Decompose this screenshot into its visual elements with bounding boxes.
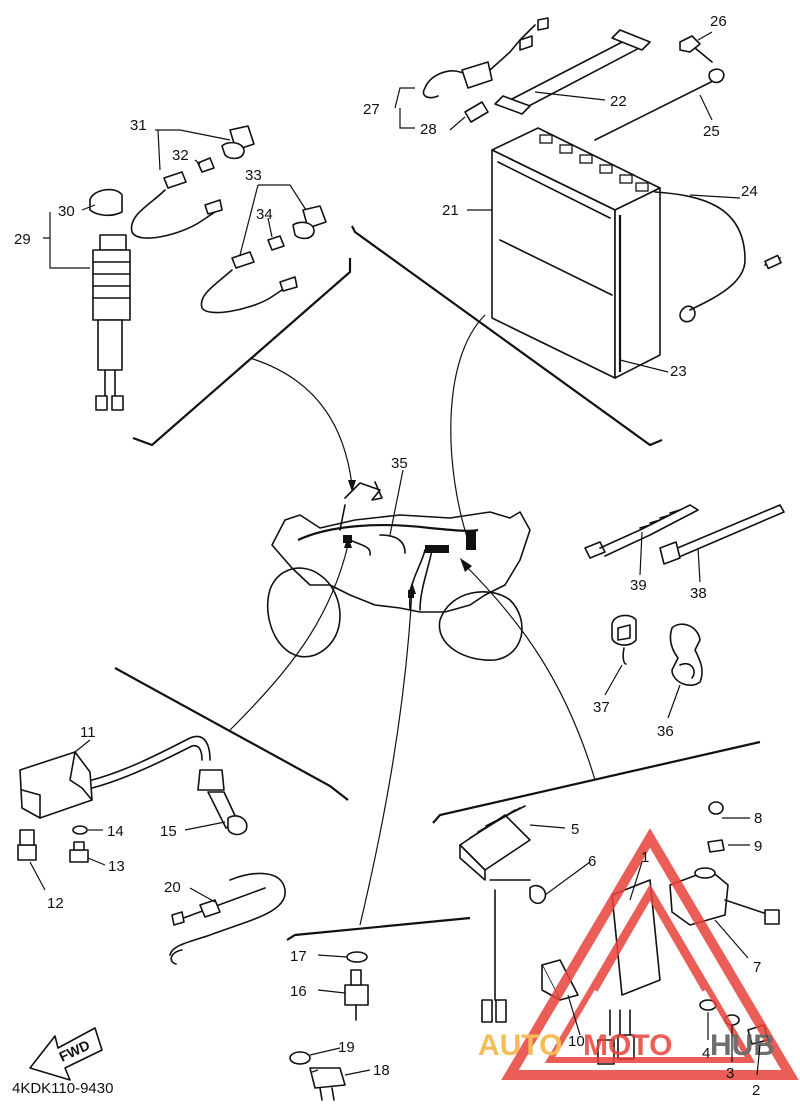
callout-36: 36 bbox=[657, 723, 674, 740]
fwd-arrow: FWD bbox=[29, 1027, 103, 1081]
neutral-switch bbox=[130, 125, 255, 239]
callout-35: 35 bbox=[391, 455, 408, 472]
callouts: 1 2 3 4 5 6 7 8 9 10 11 12 13 14 15 16 1… bbox=[14, 13, 762, 1099]
callout-17: 17 bbox=[290, 948, 307, 965]
callout-8: 8 bbox=[754, 810, 762, 827]
rectifier-regulator bbox=[459, 805, 547, 1023]
section-dividers bbox=[114, 225, 761, 941]
callout-leaders bbox=[29, 31, 761, 1076]
callout-2: 2 bbox=[752, 1082, 760, 1099]
callout-13: 13 bbox=[108, 858, 125, 875]
callout-31: 31 bbox=[130, 117, 147, 134]
callout-6: 6 bbox=[588, 853, 596, 870]
watermark-text-mid: MOTO bbox=[583, 1029, 672, 1062]
callout-4: 4 bbox=[702, 1045, 710, 1062]
diagram-code: 4KDK110-9430 bbox=[12, 1080, 113, 1097]
callout-39: 39 bbox=[630, 577, 647, 594]
callout-25: 25 bbox=[703, 123, 720, 140]
callout-30: 30 bbox=[58, 203, 75, 220]
callout-32: 32 bbox=[172, 147, 189, 164]
cable-ties bbox=[584, 504, 785, 565]
callout-21: 21 bbox=[442, 202, 459, 219]
relays bbox=[541, 801, 780, 1065]
callout-11: 11 bbox=[80, 724, 96, 741]
watermark-logo: AUTO MOTO HUB bbox=[478, 828, 799, 1080]
callout-24: 24 bbox=[741, 183, 758, 200]
callout-18: 18 bbox=[373, 1062, 390, 1079]
watermark-text-left: AUTO bbox=[478, 1029, 562, 1062]
clamps bbox=[611, 614, 703, 686]
motorcycle-outline bbox=[266, 481, 531, 661]
coil-fasteners bbox=[17, 825, 89, 863]
callout-14: 14 bbox=[107, 823, 124, 840]
plug-cord bbox=[169, 872, 286, 965]
callout-22: 22 bbox=[610, 93, 627, 110]
callout-5: 5 bbox=[571, 821, 579, 838]
callout-15: 15 bbox=[160, 823, 177, 840]
main-switch bbox=[89, 188, 131, 411]
callout-27: 27 bbox=[363, 101, 380, 118]
callout-20: 20 bbox=[164, 879, 181, 896]
callout-34: 34 bbox=[256, 206, 273, 223]
starter-relay-fuse bbox=[422, 17, 549, 123]
callout-10: 10 bbox=[568, 1033, 585, 1050]
callout-19: 19 bbox=[338, 1039, 355, 1056]
wire-harness bbox=[297, 504, 479, 611]
callout-28: 28 bbox=[420, 121, 437, 138]
routing-leaders bbox=[229, 314, 596, 926]
callout-3: 3 bbox=[726, 1065, 734, 1082]
callout-26: 26 bbox=[710, 13, 727, 30]
watermark-text-right: HUB bbox=[710, 1029, 775, 1062]
callout-23: 23 bbox=[670, 363, 687, 380]
callout-29: 29 bbox=[14, 231, 31, 248]
ignition-coil bbox=[19, 735, 248, 836]
callout-33: 33 bbox=[245, 167, 262, 184]
callout-7: 7 bbox=[753, 959, 761, 976]
callout-12: 12 bbox=[47, 895, 64, 912]
callout-16: 16 bbox=[290, 983, 307, 1000]
callout-37: 37 bbox=[593, 699, 610, 716]
callout-1: 1 bbox=[641, 849, 649, 866]
oil-switch bbox=[200, 205, 327, 314]
callout-38: 38 bbox=[690, 585, 707, 602]
battery bbox=[491, 127, 782, 379]
bottom-switches bbox=[289, 951, 369, 1101]
callout-9: 9 bbox=[754, 838, 762, 855]
battery-cables bbox=[494, 29, 725, 141]
